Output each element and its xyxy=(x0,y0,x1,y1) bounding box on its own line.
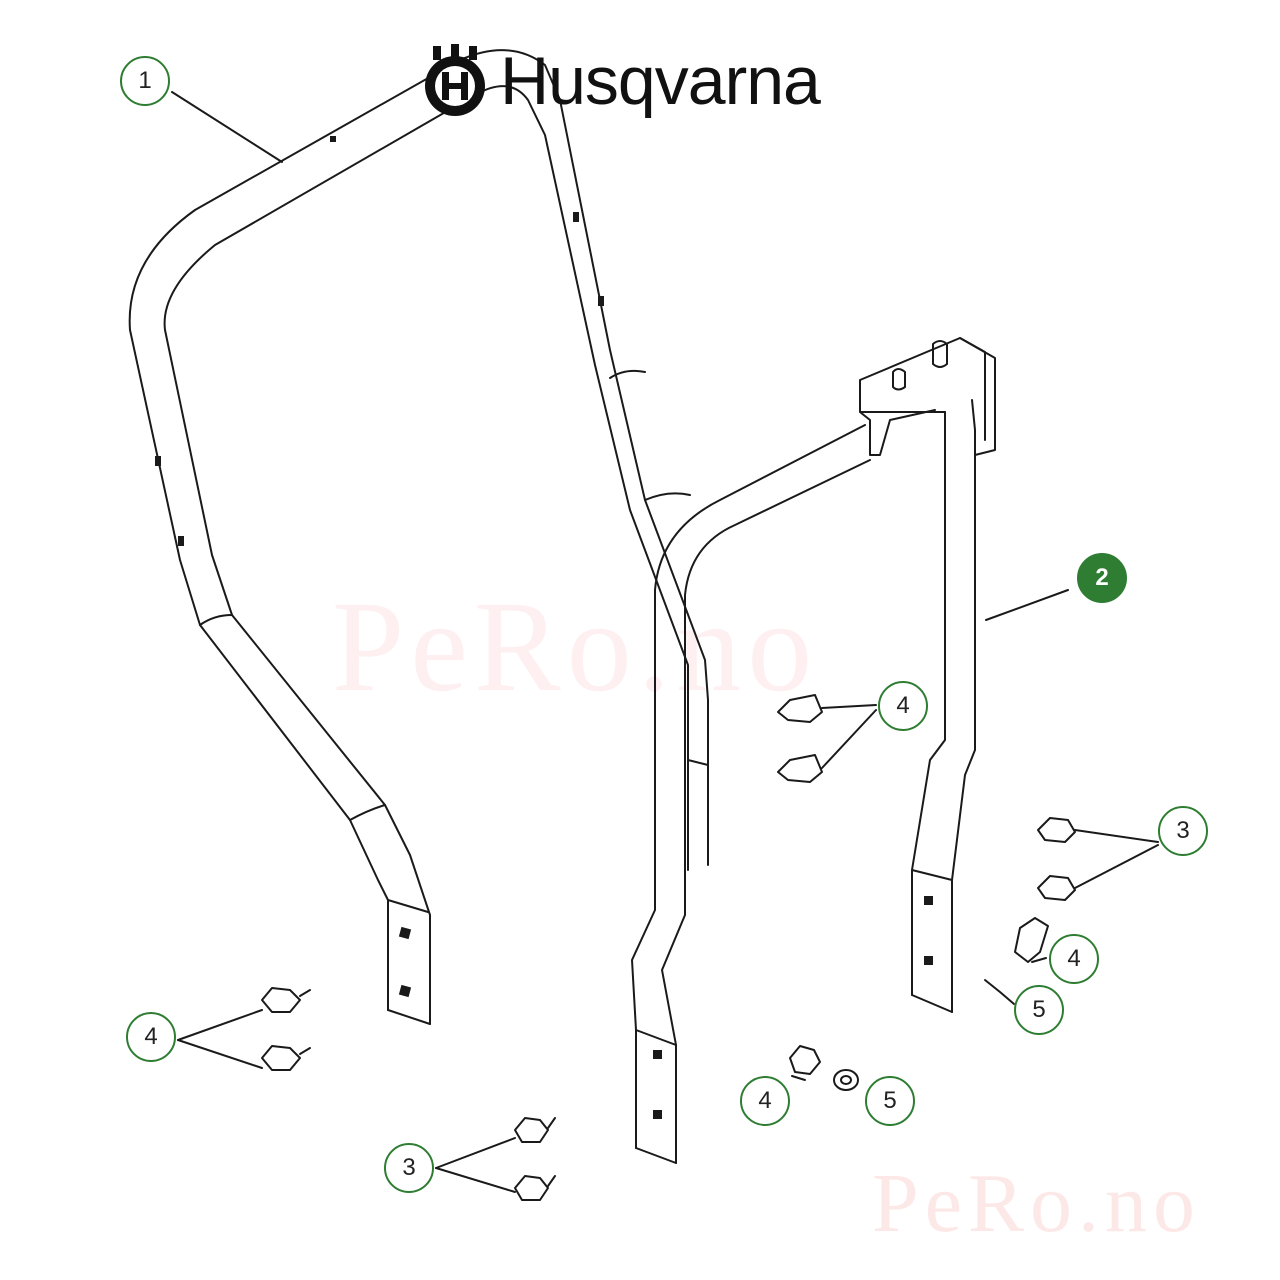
roll-bar-upper-sleeve-4 xyxy=(644,492,691,501)
roll-bar-lower-hole-4 xyxy=(924,956,933,965)
roll-bar-lower-plate-left xyxy=(635,1029,677,1046)
callout-part-4-center: 4 xyxy=(878,681,928,731)
roll-bar-upper-plate xyxy=(387,899,429,913)
roll-bar-lower-right-foot xyxy=(911,994,953,1013)
roll-bar-upper-foot xyxy=(387,1009,431,1025)
callout-part-5-bottom: 5 xyxy=(865,1076,915,1126)
roll-bar-upper-inner xyxy=(163,85,689,1025)
callout-part-5-right: 5 xyxy=(1014,985,1064,1035)
roll-bar-upper-hole-6 xyxy=(155,456,161,466)
roll-bar-lower-hinge-plate xyxy=(959,337,986,441)
callout-part-2: 2 xyxy=(1077,553,1127,603)
roll-bar-lower-left-outer xyxy=(631,424,866,1149)
callout-part-4-right: 4 xyxy=(1049,934,1099,984)
callout-part-3-right: 3 xyxy=(1158,806,1208,856)
roll-bar-lower-right-inner xyxy=(951,399,976,1013)
roll-bar-lower-plate-right xyxy=(911,869,953,881)
roll-bar-lower-left-foot xyxy=(635,1147,677,1164)
roll-bar-upper-sleeve-2 xyxy=(349,804,386,821)
bolts-group-4-left xyxy=(177,987,311,1071)
callout-part-1: 1 xyxy=(120,56,170,106)
bolts-group-3-right xyxy=(1037,817,1159,901)
husqvarna-crown-h-icon xyxy=(425,44,485,116)
roll-bar-upper-hole-1 xyxy=(398,926,412,940)
bolt-4-right xyxy=(1014,917,1049,963)
roll-bar-upper-sleeve-3 xyxy=(609,369,646,379)
roll-bar-lower-pin-left xyxy=(892,368,906,391)
bolt-4-bottom xyxy=(789,1045,821,1081)
roll-bar-lower-pin-right xyxy=(932,340,948,368)
roll-bar-lower-left-inner xyxy=(661,459,871,1164)
roll-bar-upper xyxy=(128,49,709,1025)
bolts-group-4-center xyxy=(777,694,877,783)
roll-bar-upper-hole-7 xyxy=(178,536,184,546)
roll-bar-lower xyxy=(631,337,1069,1164)
leader-line-1 xyxy=(171,91,283,163)
brand-logo: Husqvarna xyxy=(416,36,821,126)
roll-bar-upper-joint xyxy=(687,759,709,766)
callout-part-4-left: 4 xyxy=(126,1012,176,1062)
roll-bar-lower-hinge-bracket xyxy=(859,337,996,456)
roll-bar-lower-hole-1 xyxy=(653,1050,662,1059)
roll-bar-lower-right-outer xyxy=(911,411,946,996)
washer-5-bottom xyxy=(833,1069,859,1091)
roll-bar-upper-hole-3 xyxy=(330,136,336,142)
pin-5-right xyxy=(984,979,1015,1005)
roll-bar-upper-sleeve-1 xyxy=(199,614,233,626)
roll-bar-lower-hole-2 xyxy=(653,1110,662,1119)
callout-part-4-bottom: 4 xyxy=(740,1076,790,1126)
roll-bar-upper-outer xyxy=(128,49,709,1011)
roll-bar-lower-hole-3 xyxy=(924,896,933,905)
brand-name: Husqvarna xyxy=(500,43,821,119)
bolts-group-3-bottom xyxy=(435,1117,556,1201)
roll-bar-lower-lead-line xyxy=(985,589,1069,621)
roll-bar-upper-hole-4 xyxy=(573,212,579,222)
roll-bar-upper-hole-5 xyxy=(598,296,604,306)
callout-part-3-bottom: 3 xyxy=(384,1143,434,1193)
roll-bar-upper-hole-2 xyxy=(398,984,412,998)
